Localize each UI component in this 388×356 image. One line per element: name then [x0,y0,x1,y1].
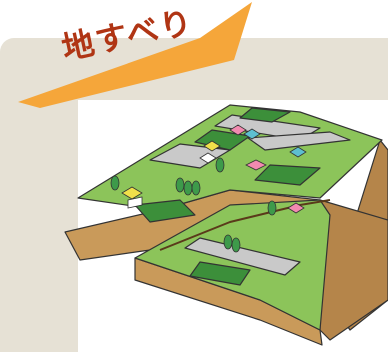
field-3 [254,164,321,186]
lower-block-right [319,199,388,341]
lower-surface [134,199,331,331]
road-upper-3 [247,131,351,151]
landslide-illustration [40,95,388,352]
field-4 [134,199,196,223]
road-lower [184,237,301,276]
field-1 [239,107,291,123]
banner-shape [18,2,252,108]
field-5 [189,261,251,286]
title-banner: 地すべり [0,0,270,110]
crack-line [159,199,331,251]
